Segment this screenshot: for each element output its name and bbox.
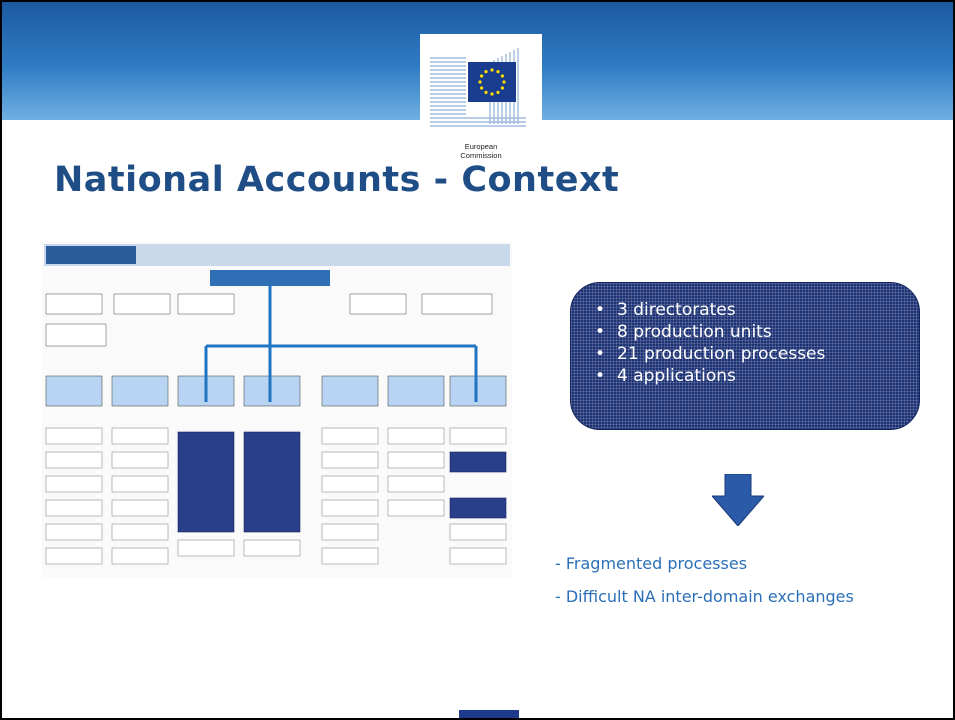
consequence-item: - Fragmented processes [555, 554, 748, 573]
eu-flag-icon [468, 62, 516, 102]
logo-wordmark: European Commission [420, 142, 542, 160]
bullet-icon: • [595, 300, 606, 320]
consequences-list: - Fragmented processes - Difficult NA in… [555, 554, 854, 620]
down-arrow-icon [712, 474, 764, 526]
logo-line-2: Commission [460, 151, 502, 160]
summary-item: •8 production units [595, 322, 772, 342]
bullet-icon: • [595, 366, 606, 386]
summary-item: •21 production processes [595, 344, 826, 364]
logo-line-1: European [464, 142, 498, 151]
bullet-icon: • [595, 322, 606, 342]
org-chart-image [42, 242, 512, 577]
bullet-icon: • [595, 344, 606, 364]
european-commission-logo: European Commission [420, 34, 542, 160]
summary-item: •4 applications [595, 366, 736, 386]
footer-tab [459, 710, 519, 718]
summary-list: •3 directorates •8 production units •21 … [571, 283, 919, 387]
page-title: National Accounts - Context [54, 160, 620, 200]
summary-box: •3 directorates •8 production units •21 … [570, 282, 920, 430]
consequence-item: - Difficult NA inter-domain exchanges [555, 587, 854, 606]
summary-item: •3 directorates [595, 300, 736, 320]
